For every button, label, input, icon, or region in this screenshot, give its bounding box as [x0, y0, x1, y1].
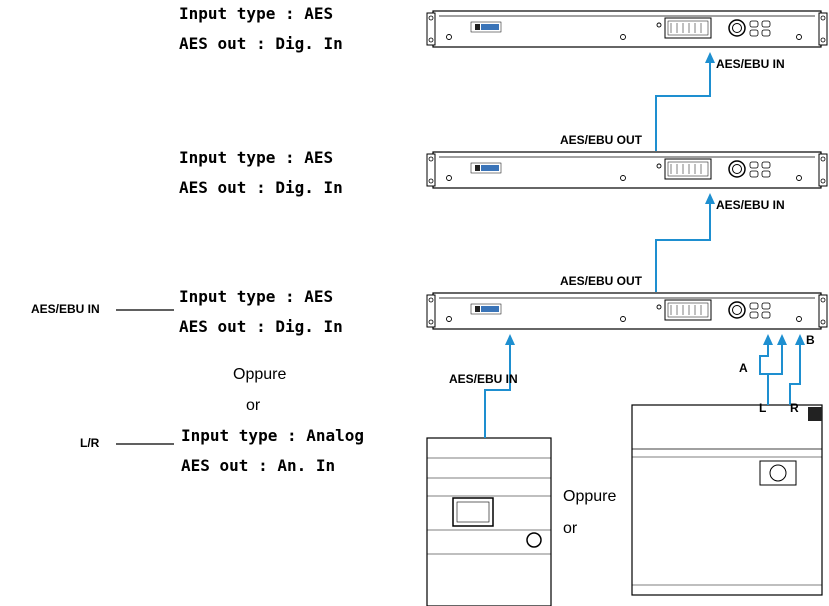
config-3-aes-out: AES out : Dig. In	[179, 317, 343, 336]
port-a-label: A	[739, 361, 748, 375]
config-4-aes-out: AES out : An. In	[181, 456, 336, 475]
config-1-aes-out: AES out : Dig. In	[179, 34, 343, 53]
unit2-out-label: AES/EBU OUT	[560, 133, 643, 147]
rack-unit-2	[426, 151, 828, 189]
unit2-in-label: AES/EBU IN	[716, 198, 785, 212]
config-2-input-type: Input type : AES	[179, 148, 334, 167]
config-4-input-type: Input type : Analog	[181, 426, 365, 445]
mixer-large	[631, 404, 823, 596]
port-b-label: B	[806, 333, 815, 347]
unit3-out-label: AES/EBU OUT	[560, 274, 643, 288]
config-2-aes-out: AES out : Dig. In	[179, 178, 343, 197]
mixer-small	[426, 437, 552, 606]
oppure-right-label: Oppure	[563, 488, 617, 505]
lr-side-label: L/R	[80, 436, 100, 450]
port-l-label: L	[759, 401, 767, 415]
unit3-in-left-label: AES/EBU IN	[449, 372, 518, 386]
arrowheads	[505, 52, 805, 345]
or-left-label: or	[246, 397, 261, 414]
port-r-label: R	[790, 401, 799, 415]
unit1-in-label: AES/EBU IN	[716, 57, 785, 71]
rack-unit-1	[426, 10, 828, 48]
aes-ebu-in-side-label: AES/EBU IN	[31, 302, 100, 316]
oppure-left-label: Oppure	[233, 366, 287, 383]
rack-unit-3	[426, 292, 828, 330]
or-right-label: or	[563, 520, 578, 537]
leader-lines	[116, 309, 174, 445]
cables	[484, 54, 801, 438]
config-1-input-type: Input type : AES	[179, 4, 334, 23]
config-3-input-type: Input type : AES	[179, 287, 334, 306]
